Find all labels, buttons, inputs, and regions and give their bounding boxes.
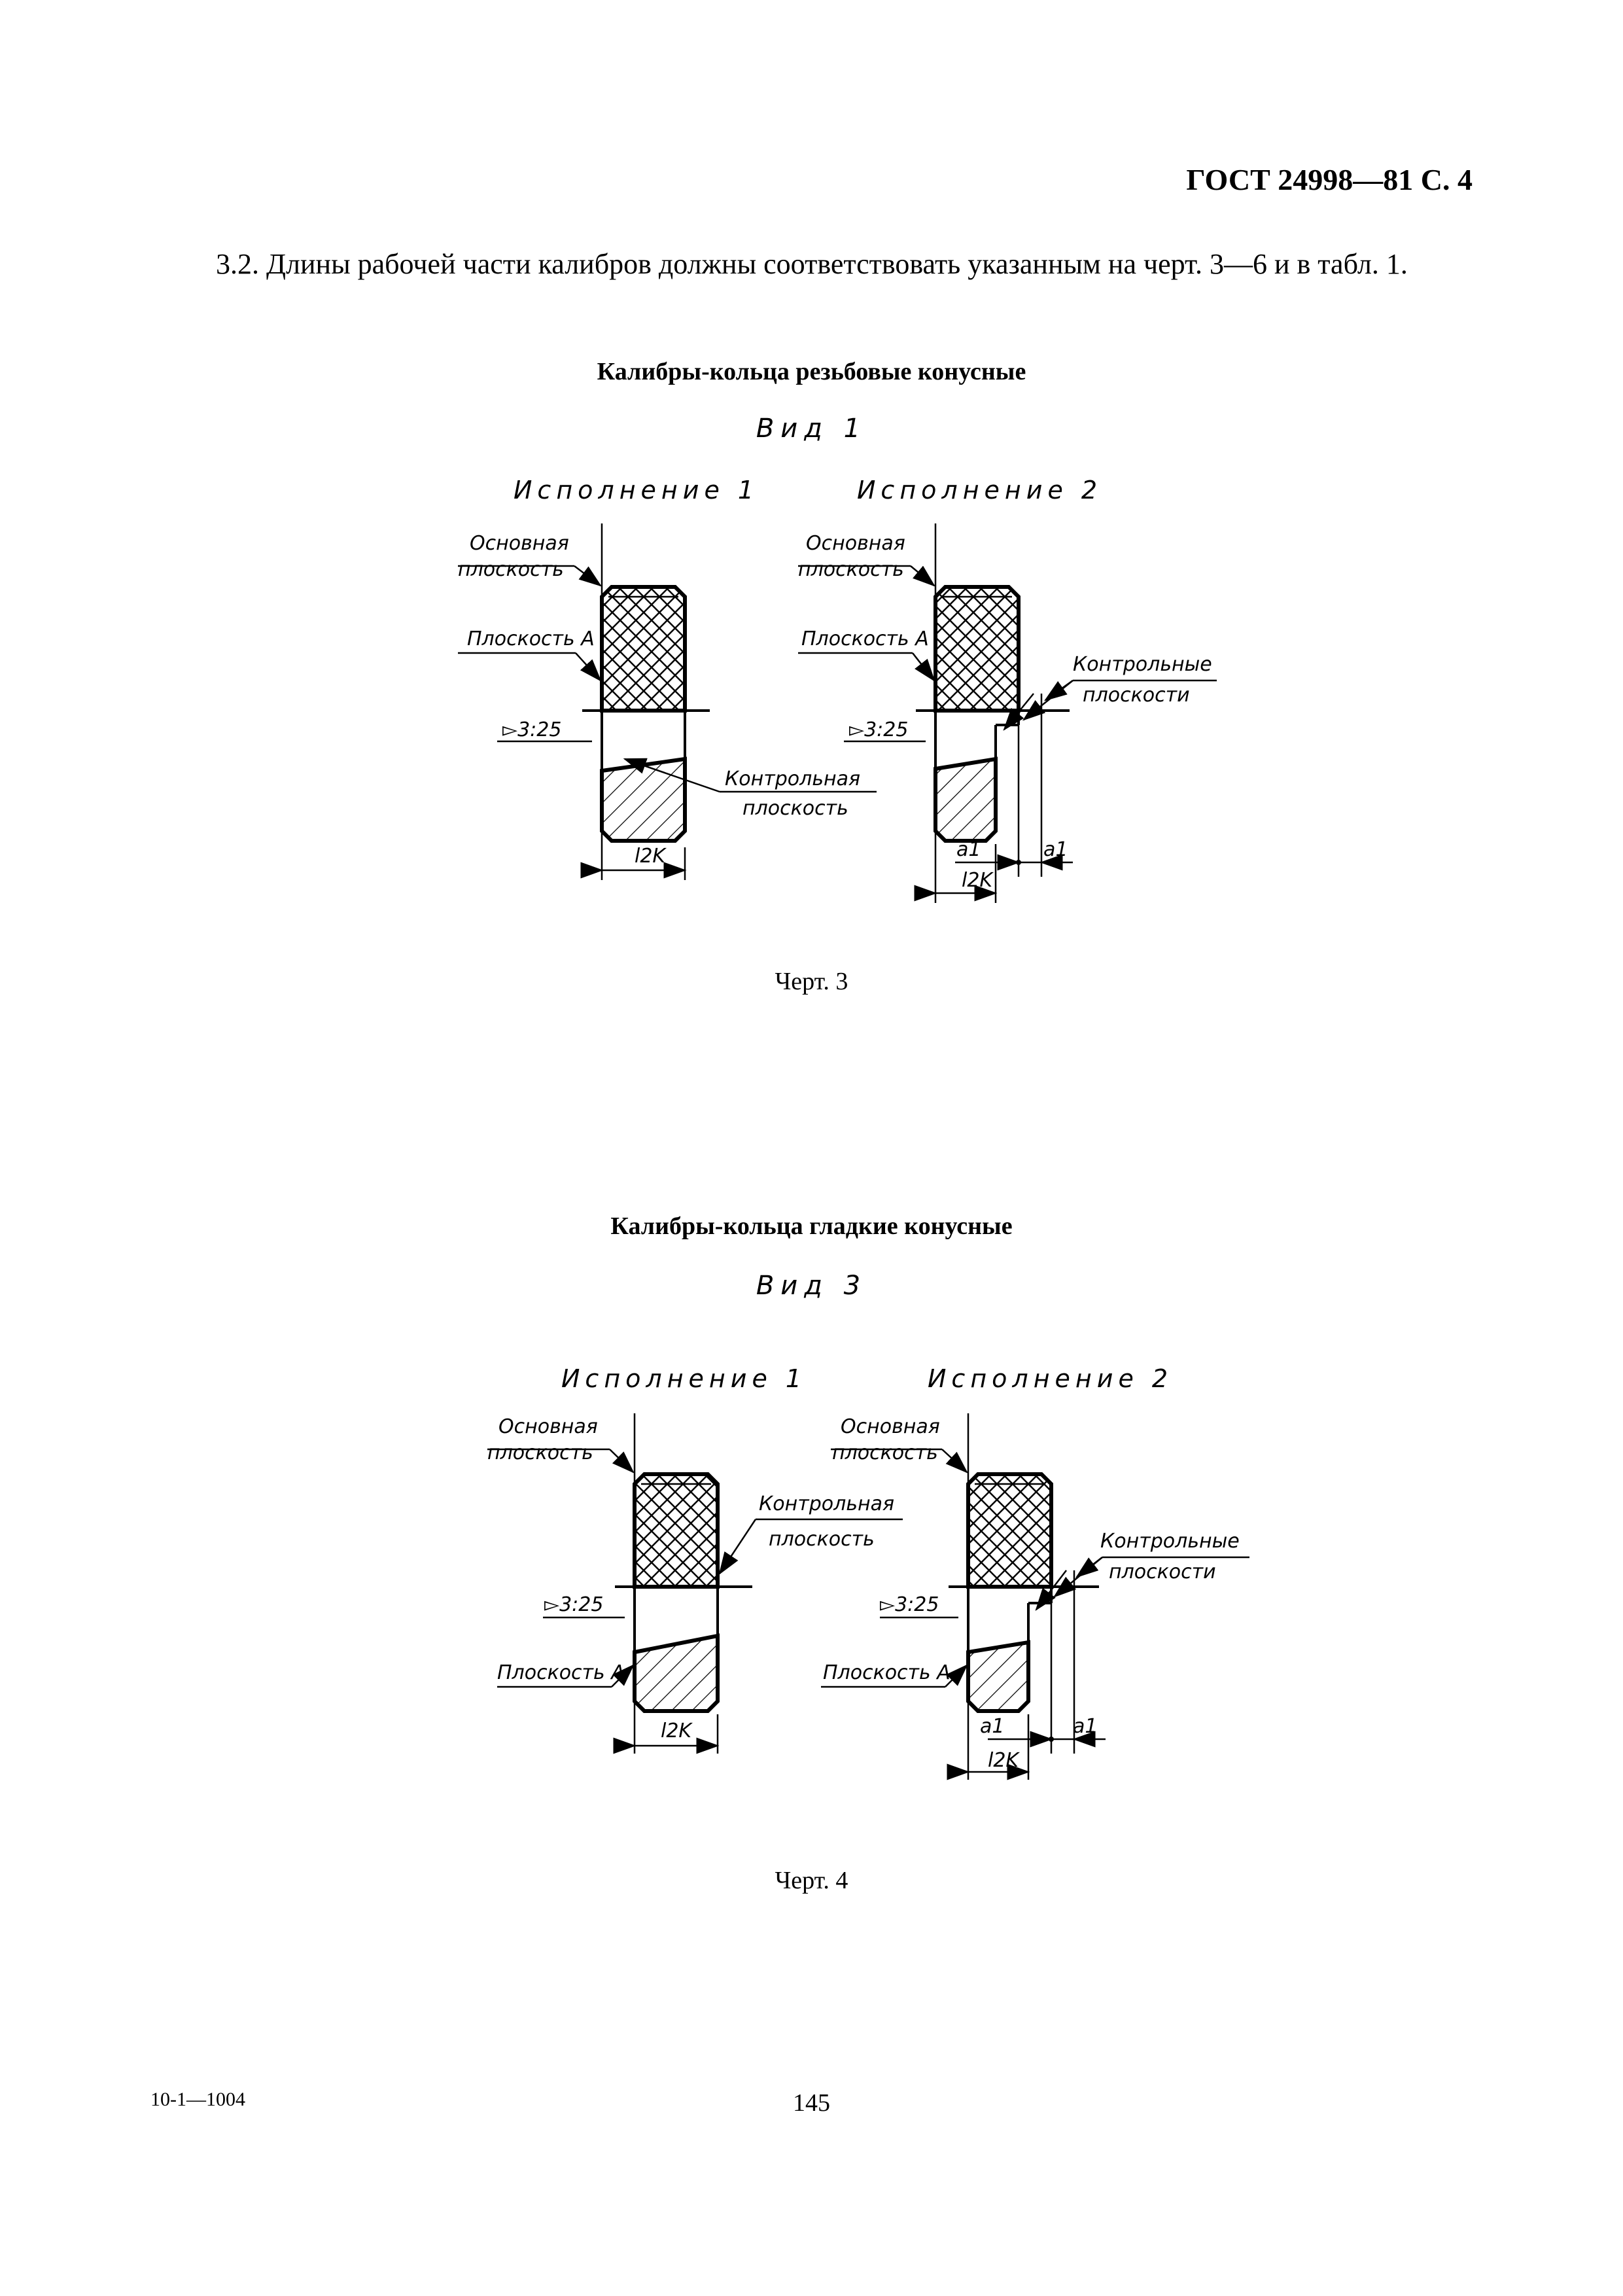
section2-title: Калибры-кольца гладкие конусные	[610, 1212, 1013, 1240]
fig4-l2k-label-2: l2K	[988, 1749, 1020, 1772]
fig3-a1-right: a1	[1043, 838, 1068, 861]
section1-title: Калибры-кольца резьбовые конусные	[597, 358, 1026, 385]
fig3-l2k-label-2: l2K	[962, 869, 994, 892]
fig3-exec1-label: Исполнение 1	[514, 476, 759, 504]
fig4-exec1-label: Исполнение 1	[561, 1364, 807, 1393]
fig3-l2k-label-1: l2K	[635, 845, 667, 868]
figure4-caption: Черт. 4	[775, 1867, 848, 1894]
fig3-e2-osnovnaya: Основная	[806, 532, 905, 555]
fig3-exec2-label: Исполнение 2	[857, 476, 1102, 504]
fig4-exec2-drawing: a1 a1 l2K Основная плоскость Контрольные…	[821, 1413, 1249, 1780]
fig3-e2-kontrolnye: Контрольные	[1073, 653, 1212, 676]
fig4-exec1-drawing: l2K Основная плоскость Контрольная плоск…	[487, 1413, 903, 1754]
fig4-e1-osnovnaya: Основная	[498, 1415, 598, 1438]
section2-view: Вид 3	[756, 1271, 867, 1301]
fig4-exec2-label: Исполнение 2	[928, 1364, 1173, 1393]
fig3-e2-ploskost-a: Плоскость А	[801, 627, 929, 650]
fig3-exec2-drawing: a1 a1 l2K Основная плоскость Плоскость А…	[798, 523, 1217, 903]
figure3-caption: Черт. 3	[775, 968, 848, 995]
fig3-e1-ploskost2: плоскость	[742, 797, 848, 820]
fig4-e1-ploskost: плоскость	[487, 1441, 593, 1464]
fig4-a1-right: a1	[1073, 1715, 1097, 1738]
fig4-e1-taper: ▻3:25	[544, 1593, 603, 1616]
fig3-e2-taper: ▻3:25	[849, 718, 908, 741]
fig3-e2-ploskosti: плоскости	[1083, 684, 1190, 707]
fig3-exec1-drawing: l2K Основная плоскость Плоскость А ▻3:25…	[458, 523, 877, 880]
fig3-a1-left: a1	[956, 838, 981, 861]
paragraph-3-2: 3.2. Длины рабочей части калибров должны…	[216, 248, 1408, 280]
fig4-a1-left: a1	[980, 1715, 1004, 1738]
fig4-e2-ploskosti: плоскости	[1109, 1561, 1216, 1583]
document-id: ГОСТ 24998—81 С. 4	[1186, 163, 1473, 196]
fig3-e1-taper: ▻3:25	[502, 718, 561, 741]
page-number: 145	[793, 2089, 830, 2117]
fig4-l2k-label-1: l2K	[661, 1720, 693, 1742]
fig4-e2-ploskost-a: Плоскость А	[823, 1661, 951, 1684]
fig3-e1-kontrolnaya: Контрольная	[725, 768, 860, 790]
fig3-e2-ploskost: плоскость	[798, 558, 904, 581]
footer-code: 10-1—1004	[150, 2089, 245, 2110]
fig4-e2-taper: ▻3:25	[880, 1593, 939, 1616]
fig3-e1-ploskost-a: Плоскость А	[467, 627, 595, 650]
fig4-e1-ploskost2: плоскость	[769, 1528, 875, 1551]
fig4-e2-osnovnaya: Основная	[841, 1415, 940, 1438]
section1-view: Вид 1	[756, 414, 867, 444]
fig3-e1-osnovnaya: Основная	[470, 532, 569, 555]
fig4-e1-ploskost-a: Плоскость А	[497, 1661, 625, 1684]
fig3-e1-ploskost: плоскость	[458, 558, 564, 581]
fig4-e1-kontrolnaya: Контрольная	[759, 1492, 894, 1515]
fig4-e2-ploskost: плоскость	[832, 1441, 938, 1464]
fig4-e2-kontrolnye: Контрольные	[1100, 1530, 1240, 1553]
